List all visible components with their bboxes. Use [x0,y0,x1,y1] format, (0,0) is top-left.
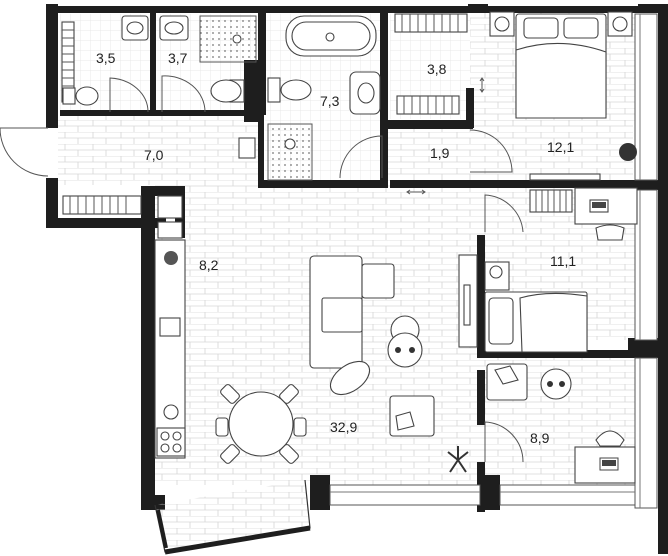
area-label-bedroom-3: 8,9 [530,430,550,446]
master-bedroom-furniture [489,11,637,181]
area-label-bedroom-2: 11,1 [550,253,576,269]
bathroom-fixtures [62,15,381,181]
living-furniture [215,255,469,473]
doors [0,75,524,463]
area-label-bath-shower: 3,7 [168,50,188,66]
radiators [61,13,573,215]
bedroom-3-furniture [486,363,636,484]
area-label-bath-small: 3,5 [96,50,116,66]
area-label-living: 32,9 [330,419,357,435]
bedroom-2-furniture [458,187,638,353]
kitchen-furniture [154,195,186,459]
area-label-bedroom-master: 12,1 [547,139,574,155]
area-labels: 3,5 3,7 3,8 7,3 7,0 1,9 12,1 8,2 11,1 32… [96,50,576,446]
walls [46,4,668,554]
area-label-closet: 3,8 [427,61,447,77]
area-label-corridor: 1,9 [430,145,450,161]
windows [58,2,658,555]
area-label-bathroom-main: 7,3 [320,93,340,109]
area-label-kitchen: 8,2 [199,257,219,273]
area-label-hall-entry: 7,0 [144,147,164,163]
